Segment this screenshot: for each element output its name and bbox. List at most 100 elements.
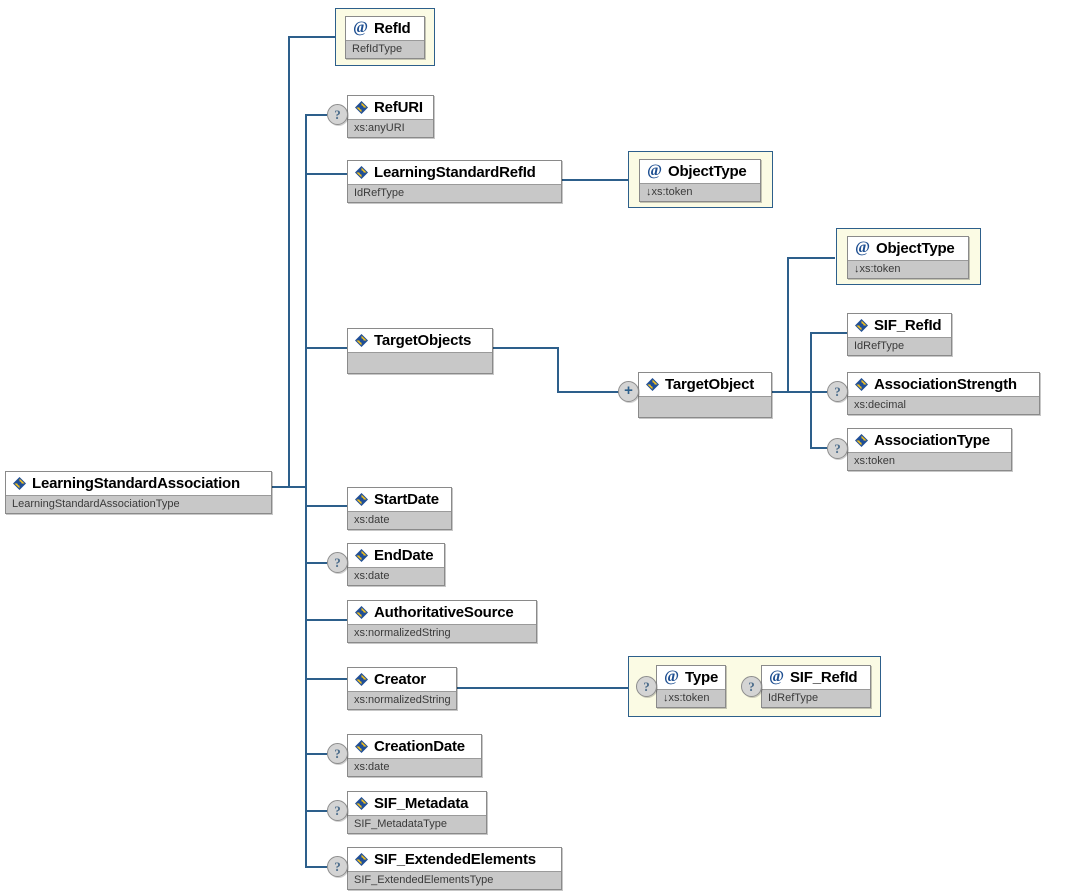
node-targetobjects[interactable]: TargetObjects [347,328,493,374]
optional-marker-sifmetadata: ? [327,800,348,821]
node-title: LearningStandardAssociation [6,472,271,495]
node-label: StartDate [374,491,439,508]
node-creator-type[interactable]: @ Type ↓xs:token [656,665,726,708]
connector-to-sifextendedelements [305,866,327,868]
connector-to-targetobject [557,391,620,393]
connector-to-refuri [305,114,327,116]
element-icon [354,165,369,180]
node-creationdate[interactable]: CreationDate xs:date [347,734,482,777]
attribute-icon: @ [664,668,679,685]
node-refid[interactable]: @ RefId RefIdType [345,16,425,59]
connector-to-learningstandardrefid [305,173,347,175]
element-icon [354,548,369,563]
node-type: SIF_ExtendedElementsType [348,871,561,889]
node-objecttype-1[interactable]: @ ObjectType ↓xs:token [639,159,761,202]
element-icon [354,672,369,687]
element-icon [354,605,369,620]
node-associationtype[interactable]: AssociationType xs:token [847,428,1012,471]
element-icon [12,476,27,491]
node-authoritativesource[interactable]: AuthoritativeSource xs:normalizedString [347,600,537,643]
node-creator-sif-refid[interactable]: @ SIF_RefId IdRefType [761,665,871,708]
node-label: RefURI [374,99,423,116]
attribute-icon: @ [353,19,368,36]
element-icon [354,333,369,348]
node-label: LearningStandardRefId [374,164,536,181]
node-label: CreationDate [374,738,465,755]
element-icon [354,100,369,115]
node-label: SIF_RefId [790,669,858,686]
element-icon [354,796,369,811]
node-sif-refid-target[interactable]: SIF_RefId IdRefType [847,313,952,356]
node-title: SIF_RefId [848,314,951,337]
node-sif-metadata[interactable]: SIF_Metadata SIF_MetadataType [347,791,487,834]
connector-to-targetobjects [305,347,347,349]
node-label: SIF_Metadata [374,795,469,812]
node-refuri[interactable]: RefURI xs:anyURI [347,95,434,138]
node-title: TargetObjects [348,329,492,352]
node-type-text: xs:token [651,186,693,198]
node-title: AuthoritativeSource [348,601,536,624]
node-type-text: xs:token [859,263,901,275]
connector-to-sifrefid-target [810,332,847,334]
node-label: Creator [374,671,426,688]
optional-marker-creator-sifrefid: ? [741,676,762,697]
node-associationstrength[interactable]: AssociationStrength xs:decimal [847,372,1040,415]
connector-lsrefid-to-objecttype [562,179,629,181]
node-label: AssociationType [874,432,990,449]
node-type: SIF_MetadataType [348,815,486,833]
optional-marker-enddate: ? [327,552,348,573]
node-learningstandardrefid[interactable]: LearningStandardRefId IdRefType [347,160,562,203]
node-title: CreationDate [348,735,481,758]
node-title: LearningStandardRefId [348,161,561,184]
node-type: ↓xs:token [848,260,968,278]
node-title: EndDate [348,544,444,567]
node-objecttype-2[interactable]: @ ObjectType ↓xs:token [847,236,969,279]
node-label: ObjectType [668,163,747,180]
attribute-icon: @ [769,668,784,685]
optional-marker-associationtype: ? [827,438,848,459]
node-creator[interactable]: Creator xs:normalizedString [347,667,457,710]
node-title: @ ObjectType [848,237,968,260]
node-startdate[interactable]: StartDate xs:date [347,487,452,530]
node-title: @ ObjectType [640,160,760,183]
connector-root-stub [272,486,306,488]
node-type-text: xs:token [668,692,710,704]
element-icon [354,492,369,507]
node-type: RefIdType [346,40,424,58]
node-label: TargetObject [665,376,755,393]
attribute-icon: @ [647,162,662,179]
connector-targetobject-children-vertical [810,332,812,448]
node-title: AssociationStrength [848,373,1039,396]
node-type [639,396,771,417]
connector-to-refid [288,36,335,38]
node-type: LearningStandardAssociationType [6,495,271,513]
node-sif-extendedelements[interactable]: SIF_ExtendedElements SIF_ExtendedElement… [347,847,562,890]
node-label: TargetObjects [374,332,472,349]
element-icon [354,739,369,754]
connector-to-enddate [305,562,327,564]
node-targetobject[interactable]: TargetObject [638,372,772,418]
node-type: ↓xs:token [640,183,760,201]
optional-marker-associationstrength: ? [827,381,848,402]
node-label: ObjectType [876,240,955,257]
node-type: xs:normalizedString [348,691,456,709]
node-title: StartDate [348,488,451,511]
connector-targetobjects-out [493,347,559,349]
sequence-marker-targetobject: + [618,381,639,402]
node-title: @ SIF_RefId [762,666,870,689]
connector-creator-to-attrgroup [456,687,632,689]
connector-targetobject-attr-vertical [787,257,789,392]
node-title: RefURI [348,96,433,119]
element-icon [854,318,869,333]
node-label: AssociationStrength [874,376,1017,393]
node-title: TargetObject [639,373,771,396]
node-learningstandardassociation[interactable]: LearningStandardAssociation LearningStan… [5,471,272,514]
connector-targetobjects-drop [557,347,559,392]
node-enddate[interactable]: EndDate xs:date [347,543,445,586]
node-type: xs:normalizedString [348,624,536,642]
element-icon [854,433,869,448]
node-label: Type [685,669,719,686]
connector-to-associationstrength [810,391,827,393]
connector-to-associationtype [810,447,827,449]
